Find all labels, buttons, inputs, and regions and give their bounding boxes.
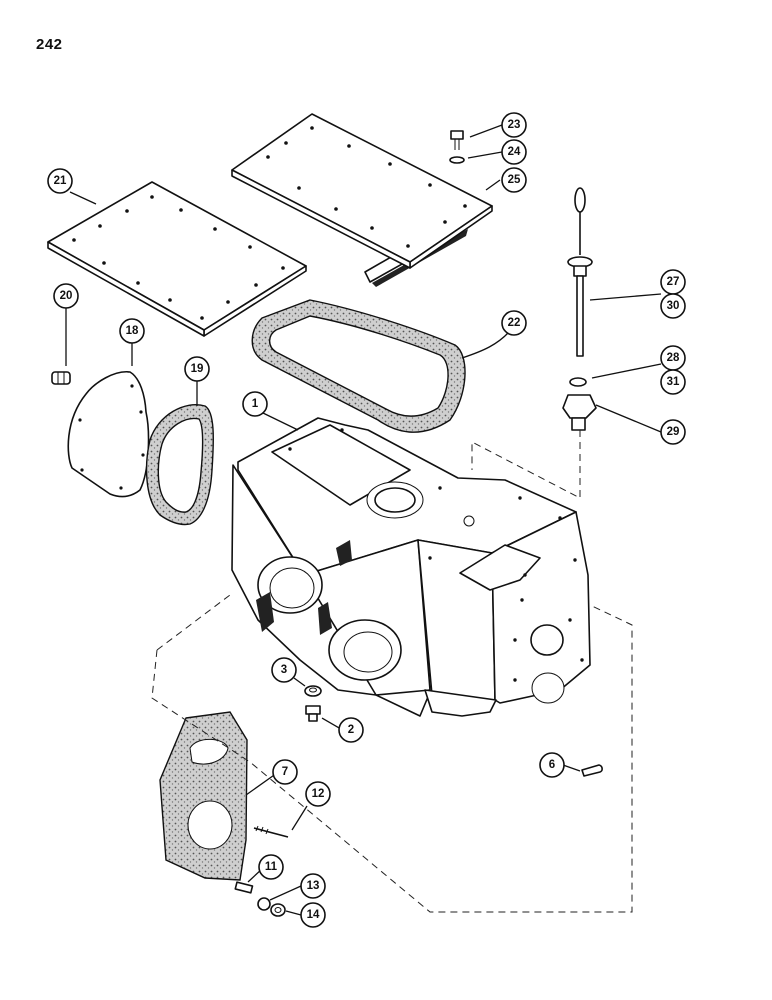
callout-22: 22 xyxy=(501,310,527,336)
side-cover-18 xyxy=(67,371,150,498)
washer-24 xyxy=(449,156,465,164)
dowel-pin-6 xyxy=(581,764,603,777)
callout-12: 12 xyxy=(305,781,331,807)
callout-2: 2 xyxy=(338,717,364,743)
callout-25: 25 xyxy=(501,167,527,193)
svg-text:22: 22 xyxy=(508,317,521,329)
callout-3: 3 xyxy=(271,657,297,683)
callout-31: 31 xyxy=(660,369,686,395)
dipstick-27 xyxy=(567,187,593,357)
svg-text:29: 29 xyxy=(667,426,680,438)
plug-20 xyxy=(51,371,71,385)
gasket-19 xyxy=(145,404,214,526)
cover-plate-25 xyxy=(231,113,493,287)
page-number: 242 xyxy=(36,36,63,53)
callout-7: 7 xyxy=(272,759,298,785)
svg-text:7: 7 xyxy=(282,766,288,778)
svg-text:27: 27 xyxy=(667,276,680,288)
callout-23: 23 xyxy=(501,112,527,138)
stud-12 xyxy=(253,825,289,838)
callout-11: 11 xyxy=(258,854,284,880)
callout-1: 1 xyxy=(242,391,268,417)
svg-text:31: 31 xyxy=(667,376,680,388)
nut-14 xyxy=(270,903,286,917)
svg-text:3: 3 xyxy=(281,664,287,676)
callout-6: 6 xyxy=(539,752,565,778)
svg-text:20: 20 xyxy=(60,290,73,302)
svg-text:1: 1 xyxy=(252,398,259,410)
gasket-7 xyxy=(159,711,248,881)
callout-18: 18 xyxy=(119,318,145,344)
callout-14: 14 xyxy=(300,902,326,928)
bolt-23 xyxy=(450,130,464,150)
callout-30: 30 xyxy=(660,293,686,319)
callout-29: 29 xyxy=(660,419,686,445)
callout-13: 13 xyxy=(300,873,326,899)
callout-28: 28 xyxy=(660,345,686,371)
svg-text:25: 25 xyxy=(508,174,521,186)
callout-19: 19 xyxy=(184,356,210,382)
svg-text:11: 11 xyxy=(265,861,278,873)
callout-21: 21 xyxy=(47,168,73,194)
svg-text:14: 14 xyxy=(307,909,320,921)
cover-plate-21 xyxy=(47,181,307,337)
svg-text:18: 18 xyxy=(126,325,139,337)
svg-text:23: 23 xyxy=(508,119,521,131)
svg-text:28: 28 xyxy=(667,352,680,364)
callout-24: 24 xyxy=(501,139,527,165)
svg-text:12: 12 xyxy=(312,788,325,800)
svg-text:24: 24 xyxy=(508,146,521,158)
svg-text:19: 19 xyxy=(191,363,204,375)
svg-text:21: 21 xyxy=(54,175,67,187)
alignment-lines xyxy=(151,430,633,913)
svg-text:30: 30 xyxy=(667,300,680,312)
o-ring-28 xyxy=(569,377,587,387)
svg-text:6: 6 xyxy=(549,759,555,771)
callout-27: 27 xyxy=(660,269,686,295)
svg-text:2: 2 xyxy=(348,724,354,736)
plug-2 xyxy=(305,705,321,722)
transmission-housing-1 xyxy=(231,417,591,717)
svg-text:13: 13 xyxy=(307,880,320,892)
stud-11 xyxy=(234,881,254,894)
nut-3 xyxy=(304,685,322,697)
washer-13 xyxy=(257,897,271,911)
callout-20: 20 xyxy=(53,283,79,309)
dipstick-tube-29 xyxy=(562,394,597,431)
gasket-22 xyxy=(251,299,466,433)
